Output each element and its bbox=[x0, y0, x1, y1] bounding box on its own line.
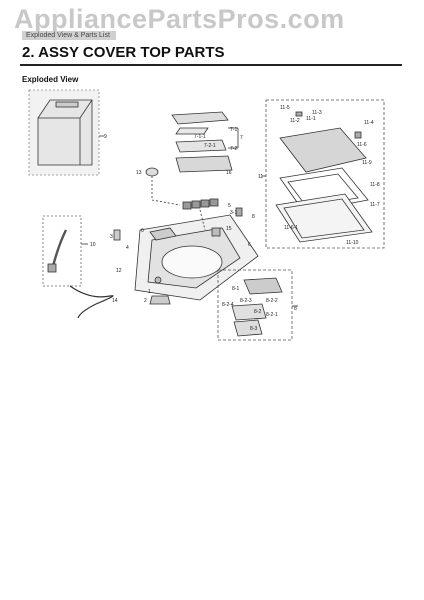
dispenser-box bbox=[217, 269, 293, 341]
part-3-drawing bbox=[113, 229, 121, 241]
callout-15: 15 bbox=[226, 226, 232, 232]
callout-6-right: 6 bbox=[248, 242, 251, 248]
switch-parts bbox=[182, 198, 219, 210]
callout-14: 14 bbox=[112, 298, 118, 304]
control-panel-parts bbox=[171, 111, 233, 173]
callout-4: 4 bbox=[126, 245, 129, 251]
callout-12: 12 bbox=[116, 268, 122, 274]
callout-8-2-3: 8-2-3 bbox=[240, 298, 252, 304]
callout-3-1: 3-1 bbox=[230, 210, 237, 216]
callout-8-2: 8-2 bbox=[254, 309, 261, 315]
callout-3: 3 bbox=[110, 234, 113, 240]
callout-11-6: 11-6 bbox=[357, 142, 367, 148]
part-2-drawing bbox=[149, 295, 171, 305]
callout-1: 1 bbox=[148, 289, 151, 295]
callout-11-5: 11-5 bbox=[280, 105, 290, 111]
callout-11: 11 bbox=[258, 174, 263, 180]
hose-box bbox=[42, 215, 82, 287]
callout-10: 10 bbox=[90, 242, 96, 248]
callout-5: 5 bbox=[228, 203, 231, 209]
part-13-drawing bbox=[145, 167, 159, 177]
callout-11-2: 11-2 bbox=[290, 118, 300, 124]
callout-7-2-1: 7-2-1 bbox=[204, 143, 216, 149]
callout-11-10: 11-10 bbox=[346, 240, 359, 246]
callout-7-2: 7-2 bbox=[230, 146, 237, 152]
callout-7-1-1: 7-1-1 bbox=[194, 134, 206, 140]
callout-6-left: 6 bbox=[141, 228, 144, 234]
callout-11-3: 11-3 bbox=[312, 110, 322, 116]
callout-8-2-1: 8-2-1 bbox=[266, 312, 278, 318]
callout-7: 7 bbox=[240, 135, 243, 141]
callout-7-1: 7-1 bbox=[230, 127, 237, 133]
callout-2: 2 bbox=[144, 298, 147, 304]
callout-13: 13 bbox=[136, 170, 142, 176]
washer-cabinet-drawing bbox=[28, 89, 100, 176]
part-15-drawing bbox=[211, 227, 221, 237]
watermark-text: AppliancePartsPros.com bbox=[14, 4, 345, 34]
callout-8-2-4: 8-2-4 bbox=[222, 302, 234, 308]
callout-16: 16 bbox=[226, 170, 232, 176]
part-1-drawing bbox=[154, 276, 162, 284]
section-title: 2. ASSY COVER TOP PARTS bbox=[22, 44, 225, 61]
callout-11-1: 11-1 bbox=[306, 116, 316, 122]
breadcrumb: Exploded View & Parts List bbox=[22, 31, 116, 40]
callout-8-top: 8 bbox=[252, 214, 255, 220]
callout-8-1: 8-1 bbox=[232, 286, 239, 292]
callout-11-6-1: 11-6-1 bbox=[284, 225, 298, 231]
callout-11-4: 11-4 bbox=[364, 120, 374, 126]
top-cover-drawing bbox=[134, 214, 259, 301]
callout-11-9: 11-9 bbox=[362, 160, 372, 166]
callout-11-7: 11-7 bbox=[370, 202, 380, 208]
lid-assembly-box bbox=[265, 99, 385, 249]
callout-9: 9 bbox=[104, 134, 107, 140]
dispenser-drawing bbox=[231, 277, 283, 337]
callout-8-3: 8-3 bbox=[250, 326, 257, 332]
callout-8: 8 bbox=[294, 306, 297, 312]
callout-8-2-2: 8-2-2 bbox=[266, 298, 278, 304]
cable-drawing bbox=[69, 285, 114, 319]
callout-11-8: 11-8 bbox=[370, 182, 380, 188]
lid-assembly-drawing bbox=[275, 111, 373, 243]
title-divider bbox=[20, 64, 402, 66]
exploded-view-heading: Exploded View bbox=[22, 75, 79, 84]
